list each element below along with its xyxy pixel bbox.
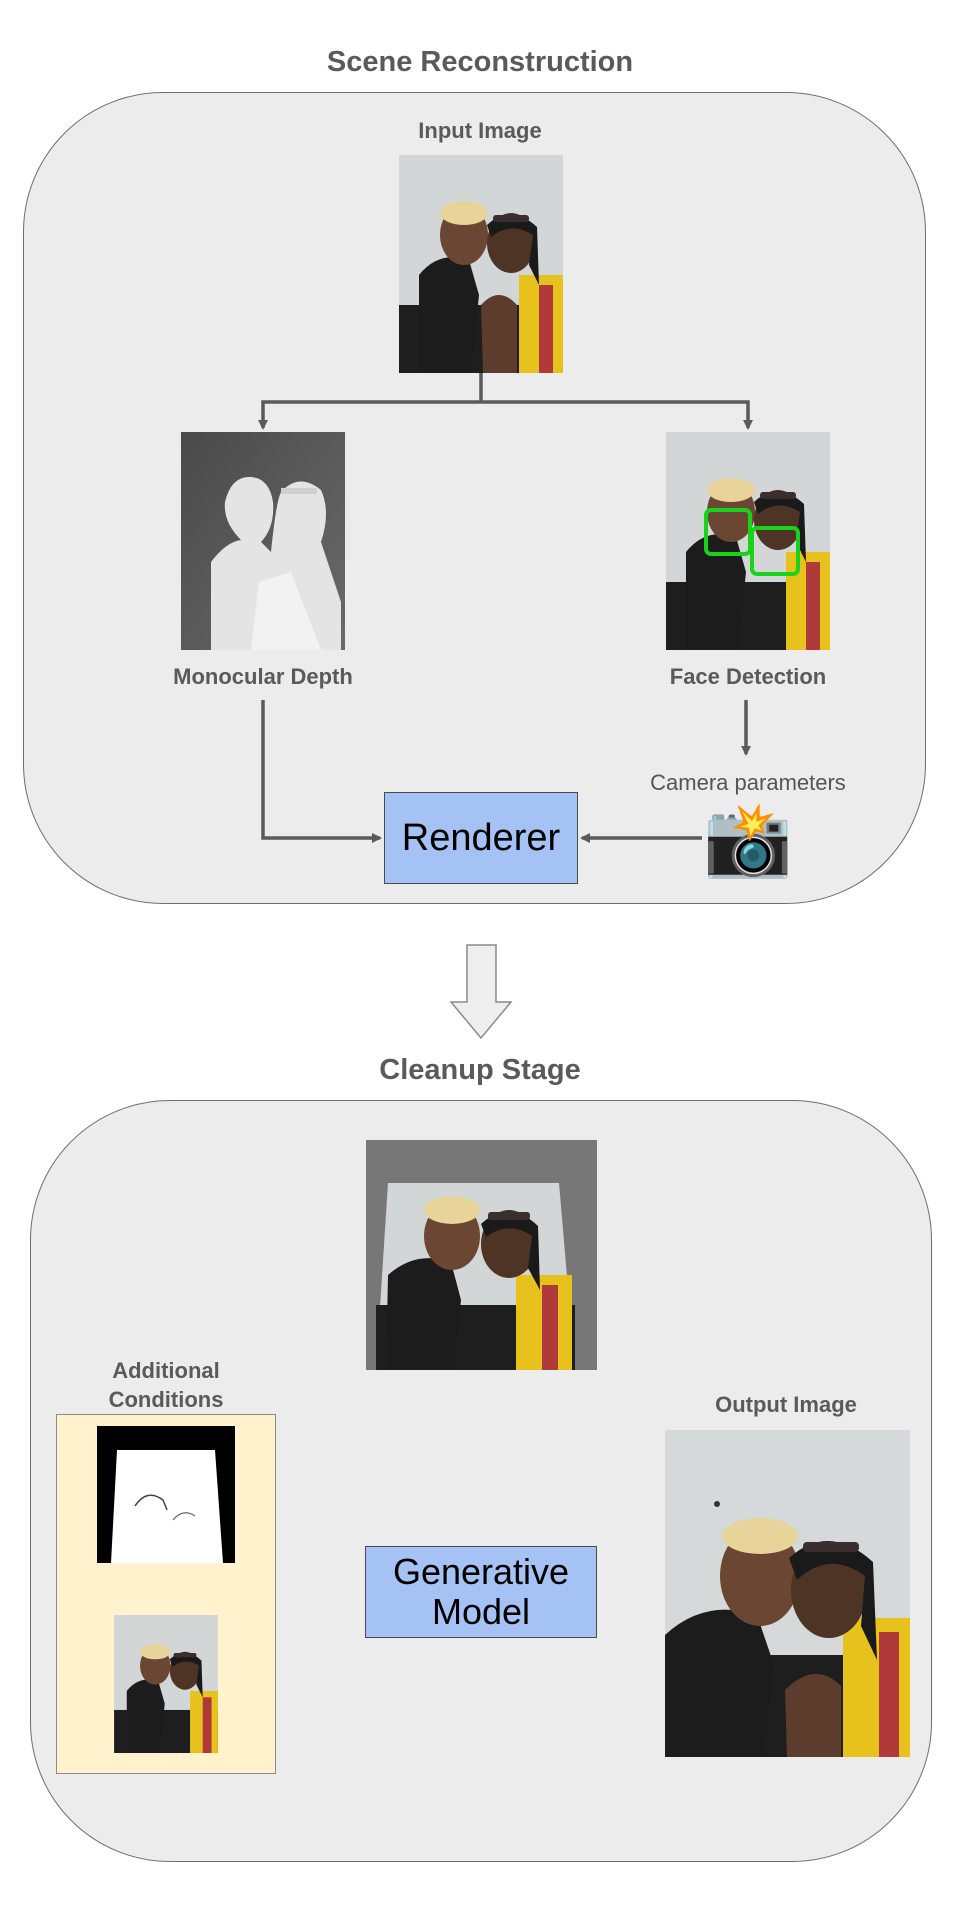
output-image — [665, 1430, 910, 1757]
scene-reconstruction-title: Scene Reconstruction — [326, 46, 634, 78]
cleanup-stage-title: Cleanup Stage — [379, 1054, 581, 1086]
input-image — [399, 155, 563, 373]
camera-with-flash-icon: 📸 — [703, 797, 793, 881]
condition-input-image — [114, 1615, 218, 1753]
renderer-box: Renderer — [384, 792, 578, 884]
camera-parameters-label: Camera parameters — [650, 770, 846, 795]
monocular-depth-image — [181, 432, 345, 650]
face-detection-image — [666, 432, 830, 650]
stage-transition-arrow — [449, 944, 513, 1040]
additional-conditions-label: Additional Conditions — [108, 1358, 224, 1412]
monocular-depth-label: Monocular Depth — [173, 664, 353, 689]
input-image-label: Input Image — [418, 118, 542, 143]
generative-model-box: Generative Model — [365, 1546, 597, 1638]
face-box-right — [750, 526, 800, 576]
face-box-left — [704, 508, 752, 556]
face-detection-label: Face Detection — [669, 664, 827, 689]
rendered-image — [366, 1140, 597, 1370]
output-image-label: Output Image — [715, 1392, 857, 1417]
mask-image — [97, 1426, 235, 1563]
